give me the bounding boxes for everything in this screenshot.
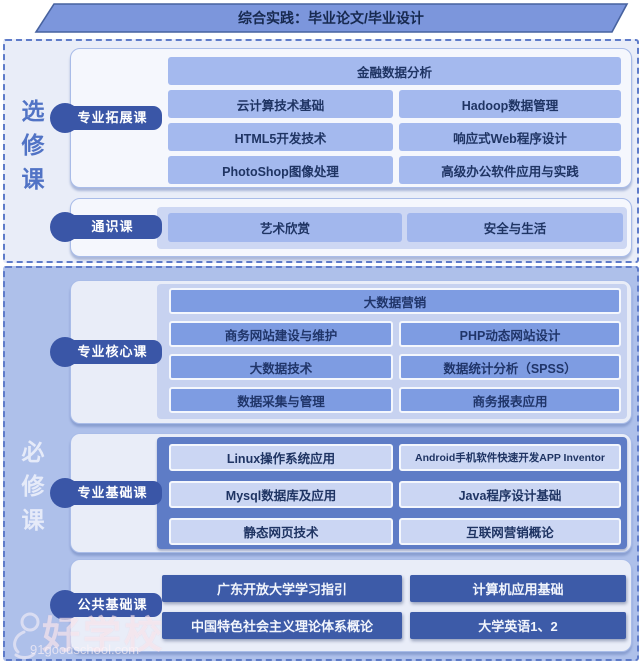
pill-label: 专业核心课	[63, 340, 162, 364]
course-cell: 商务报表应用	[399, 387, 621, 413]
panel-professional-basic: Linux操作系统应用 Android手机软件快速开发APP Inventor …	[70, 433, 632, 553]
pill-label: 公共基础课	[63, 593, 162, 617]
course-cell: 大数据营销	[169, 288, 621, 314]
course-cell: 静态网页技术	[169, 518, 393, 545]
course-cell: PHP动态网站设计	[399, 321, 621, 347]
group-label-professional-basic: 专业基础课	[50, 478, 162, 508]
pill-label: 专业基础课	[63, 481, 162, 505]
course-cell: 安全与生活	[407, 213, 623, 242]
side-label-required: 必修课	[18, 440, 44, 542]
panel-professional-expansion: 金融数据分析 云计算技术基础 Hadoop数据管理 HTML5开发技术 响应式W…	[70, 48, 632, 188]
course-cell: 艺术欣赏	[168, 213, 402, 242]
course-cell: PhotoShop图像处理	[168, 156, 393, 184]
course-cell: HTML5开发技术	[168, 123, 393, 151]
panel-professional-core: 大数据营销 商务网站建设与维护 PHP动态网站设计 大数据技术 数据统计分析（S…	[70, 280, 632, 424]
course-cell: 中国特色社会主义理论体系概论	[162, 612, 402, 639]
group-label-professional-core: 专业核心课	[50, 337, 162, 367]
course-cell: Java程序设计基础	[399, 481, 621, 508]
section-elective-box: 选修课 金融数据分析 云计算技术基础 Hadoop数据管理 HTML5开发技术 …	[3, 39, 639, 263]
pill-label: 通识课	[63, 215, 162, 239]
course-cell: Linux操作系统应用	[169, 444, 393, 471]
course-cell: 大学英语1、2	[410, 612, 626, 639]
header-banner: 综合实践：毕业论文/毕业设计	[30, 3, 632, 34]
course-cell: Hadoop数据管理	[399, 90, 621, 118]
course-cell: 高级办公软件应用与实践	[399, 156, 621, 184]
course-cell: 互联网营销概论	[399, 518, 621, 545]
panel-general-knowledge: 艺术欣赏 安全与生活	[70, 198, 632, 257]
course-cell: 数据采集与管理	[169, 387, 393, 413]
course-cell: 数据统计分析（SPSS）	[399, 354, 621, 380]
course-cell: 计算机应用基础	[410, 575, 626, 602]
side-label-elective: 选修课	[18, 99, 44, 201]
header-title: 综合实践：毕业论文/毕业设计	[238, 10, 424, 26]
group-label-general-knowledge: 通识课	[50, 212, 162, 242]
course-cell: Android手机软件快速开发APP Inventor	[399, 444, 621, 471]
group-label-public-basic: 公共基础课	[50, 590, 162, 620]
course-cell: 商务网站建设与维护	[169, 321, 393, 347]
course-cell: Mysql数据库及应用	[169, 481, 393, 508]
header-parallelogram	[34, 3, 629, 33]
group-label-professional-expansion: 专业拓展课	[50, 103, 162, 133]
course-cell: 广东开放大学学习指引	[162, 575, 402, 602]
section-required-box: 必修课 大数据营销 商务网站建设与维护 PHP动态网站设计 大数据技术 数据统计…	[3, 266, 639, 661]
course-cell: 云计算技术基础	[168, 90, 393, 118]
course-cell: 响应式Web程序设计	[399, 123, 621, 151]
course-cell: 大数据技术	[169, 354, 393, 380]
panel-public-basic: 广东开放大学学习指引 计算机应用基础 中国特色社会主义理论体系概论 大学英语1、…	[70, 559, 632, 652]
course-cell: 金融数据分析	[168, 57, 621, 85]
pill-label: 专业拓展课	[63, 106, 162, 130]
